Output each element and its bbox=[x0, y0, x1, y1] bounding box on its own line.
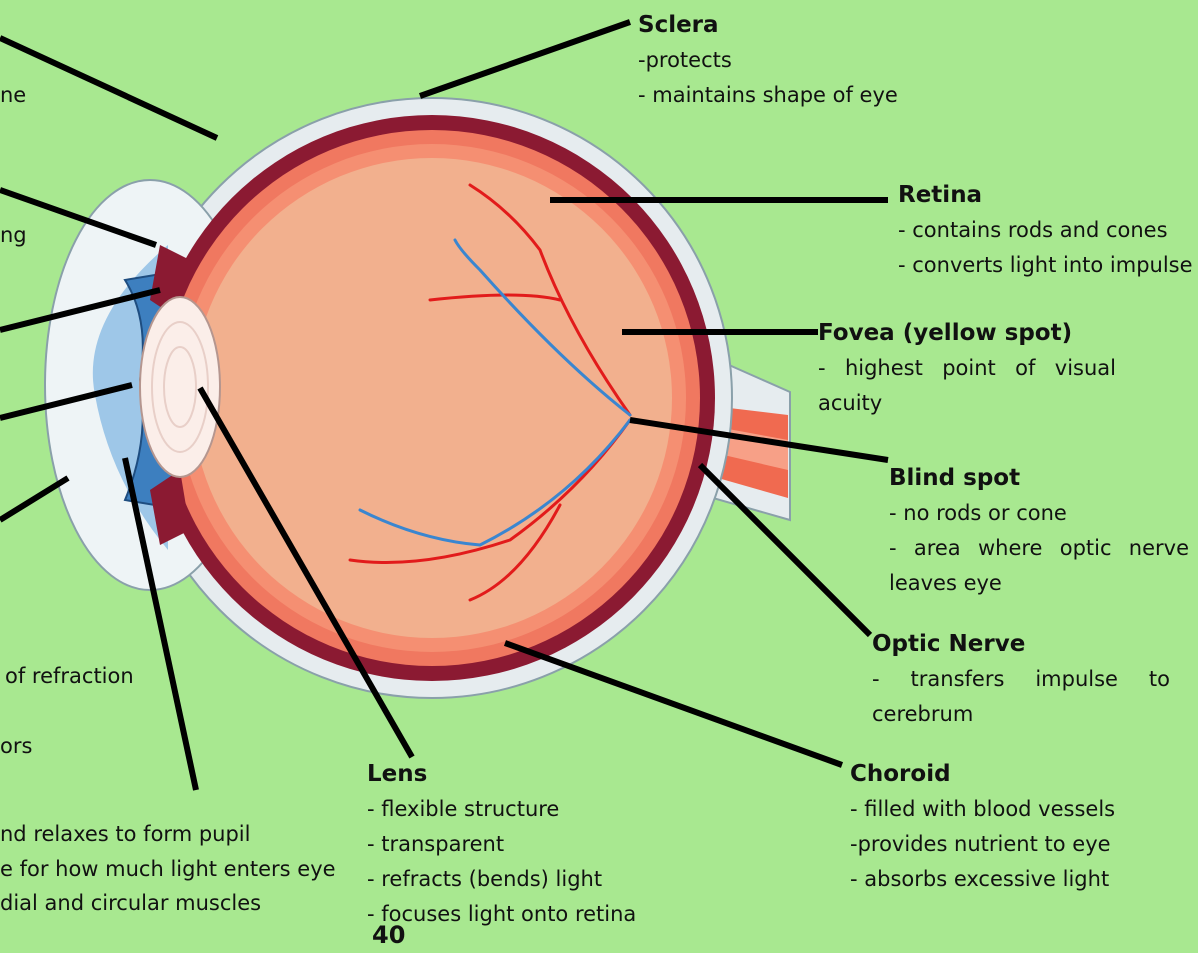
blind-spot-title: Blind spot bbox=[889, 465, 1021, 491]
pointer-sclera bbox=[419, 19, 631, 99]
sclera-line: -protects bbox=[638, 48, 732, 72]
sclera-line: - maintains shape of eye bbox=[638, 83, 898, 107]
pointer-left-6 bbox=[122, 457, 199, 791]
lens-line: - flexible structure bbox=[367, 797, 560, 821]
sclera-title: Sclera bbox=[638, 12, 719, 38]
choroid-line: - filled with blood vessels bbox=[850, 797, 1116, 821]
cropped-text: e for how much light enters eye bbox=[0, 857, 336, 881]
pointer-left-2 bbox=[0, 187, 157, 248]
optic-nerve-line: - transfers impulse to cerebrum bbox=[872, 667, 1170, 726]
fovea-title: Fovea (yellow spot) bbox=[818, 320, 1073, 346]
blood-vessels bbox=[348, 183, 632, 602]
pointer-choroid bbox=[503, 640, 844, 768]
blind-spot-line: - area where optic nerve leaves eye bbox=[889, 536, 1189, 595]
pointer-lines bbox=[0, 19, 889, 791]
choroid-label: Choroid - filled with blood vessels -pro… bbox=[850, 757, 1115, 897]
lens-title: Lens bbox=[367, 761, 428, 787]
cropped-text: ne bbox=[0, 83, 27, 107]
fovea-line: - highest point of visual acuity bbox=[818, 356, 1116, 415]
fovea-label: Fovea (yellow spot) bbox=[818, 316, 1072, 351]
blind-spot-body: - area where optic nerve leaves eye bbox=[889, 531, 1189, 601]
retina-line: - contains rods and cones bbox=[898, 218, 1168, 242]
lens-label: Lens - flexible structure - transparent … bbox=[367, 757, 636, 932]
cropped-text: of refraction bbox=[5, 664, 134, 688]
choroid-line: -provides nutrient to eye bbox=[850, 832, 1111, 856]
cropped-text: nd relaxes to form pupil bbox=[0, 822, 251, 846]
choroid-title: Choroid bbox=[850, 761, 951, 787]
lens-ring bbox=[151, 321, 209, 453]
lens-line: - focuses light onto retina bbox=[367, 902, 637, 926]
pointer-left-3 bbox=[0, 287, 161, 333]
optic-nerve-title: Optic Nerve bbox=[872, 631, 1026, 657]
pointer-left-4 bbox=[0, 382, 133, 421]
lens-line: - refracts (bends) light bbox=[367, 867, 603, 891]
pointer-lens bbox=[197, 386, 415, 759]
blind-spot-line: - no rods or cone bbox=[889, 501, 1067, 525]
retina-title: Retina bbox=[898, 182, 983, 208]
optic-nerve-label: Optic Nerve bbox=[872, 627, 1025, 662]
vitreous-body bbox=[192, 158, 672, 638]
page-number: 40 bbox=[372, 921, 406, 949]
fovea-body: - highest point of visual acuity bbox=[818, 351, 1116, 421]
retina-line: - converts light into impulse bbox=[898, 253, 1193, 277]
retina-label: Retina - contains rods and cones bbox=[898, 178, 1168, 248]
lens-ring bbox=[163, 346, 197, 428]
lens-line: - transparent bbox=[367, 832, 505, 856]
cropped-text: ng bbox=[0, 223, 27, 247]
cropped-text: dial and circular muscles bbox=[0, 891, 262, 915]
optic-nerve-body: - transfers impulse to cerebrum bbox=[872, 662, 1170, 732]
cropped-text: ors bbox=[0, 734, 33, 758]
blind-spot-label: Blind spot - no rods or cone bbox=[889, 461, 1067, 531]
retina-label-wrap: - converts light into impulse bbox=[898, 248, 1194, 283]
pointer-blind-spot bbox=[629, 417, 889, 463]
choroid-line: - absorbs excessive light bbox=[850, 867, 1110, 891]
pointer-optic-nerve bbox=[697, 462, 873, 638]
pointer-left-5 bbox=[0, 475, 70, 523]
pointer-left-1 bbox=[0, 35, 219, 141]
sclera-label: Sclera -protects - maintains shape of ey… bbox=[638, 8, 898, 113]
